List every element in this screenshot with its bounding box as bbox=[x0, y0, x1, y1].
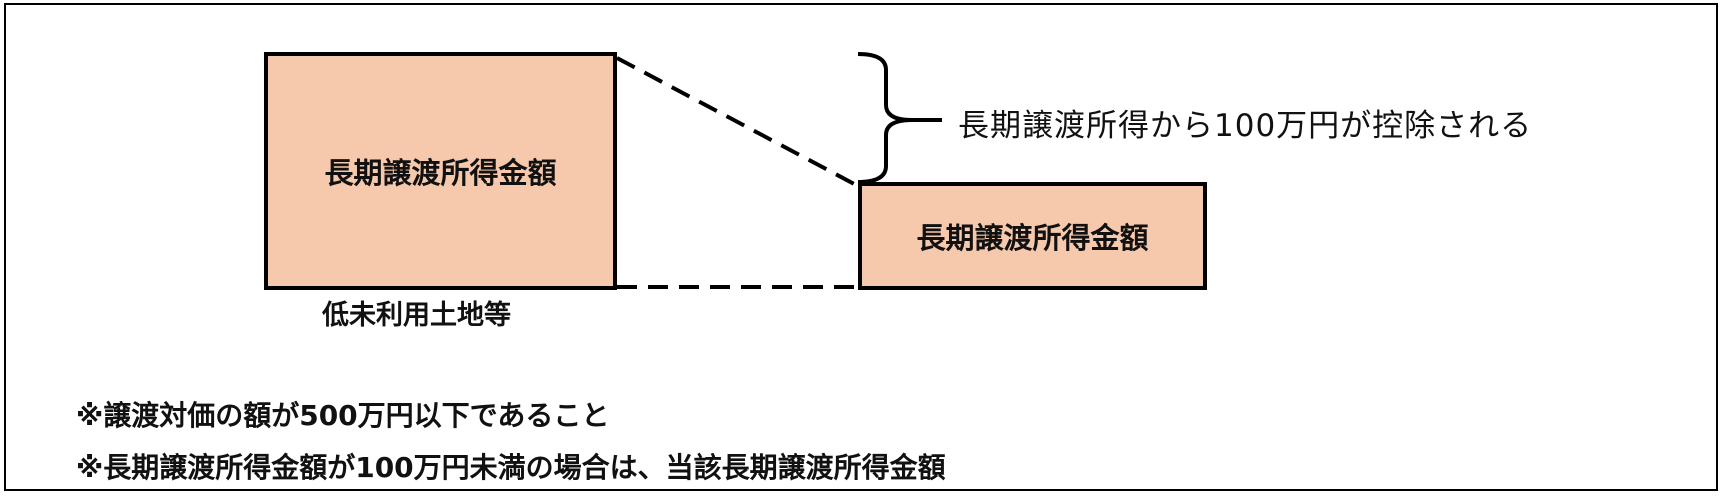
note-transfer-price: ※譲渡対価の額が500万円以下であること bbox=[76, 399, 610, 432]
curly-brace bbox=[857, 52, 913, 184]
land-type-label: 低未利用土地等 bbox=[322, 300, 511, 331]
dashed-top-connector bbox=[616, 56, 859, 188]
box-before-deduction: 長期譲渡所得金額 bbox=[264, 52, 617, 290]
box-after-deduction: 長期譲渡所得金額 bbox=[858, 182, 1207, 290]
note-under-100man: ※長期譲渡所得金額が100万円未満の場合は、当該長期譲渡所得金額 bbox=[76, 451, 946, 484]
diagram-frame bbox=[4, 3, 1718, 491]
deduction-label: 長期譲渡所得から100万円が控除される bbox=[958, 108, 1533, 144]
